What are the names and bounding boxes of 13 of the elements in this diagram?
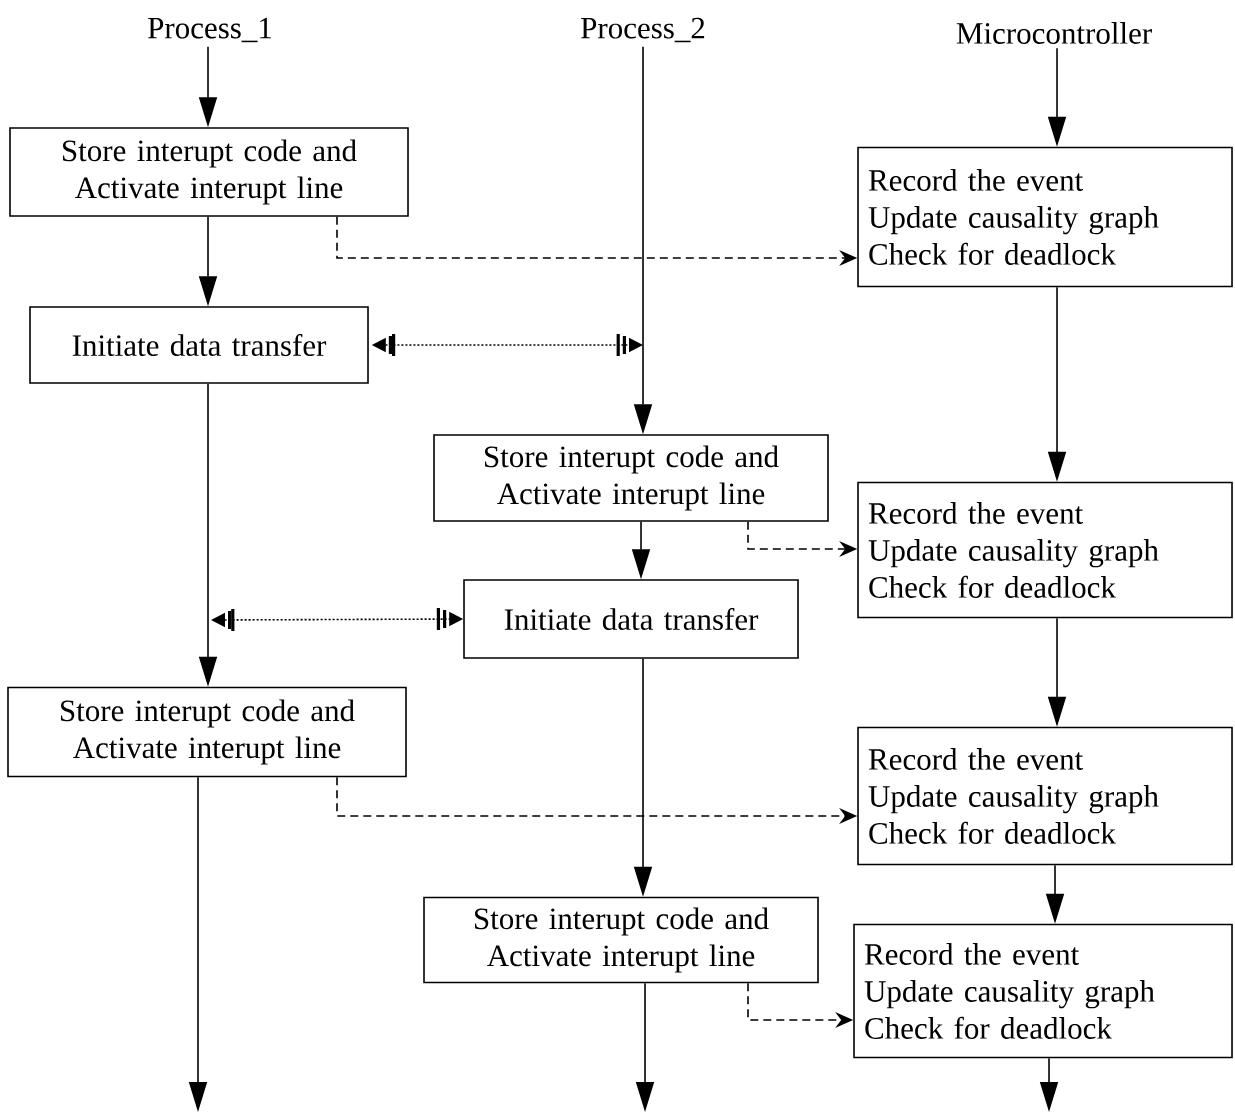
lane-heading: Microcontroller — [956, 22, 1152, 44]
lane-heading: Process_1 — [148, 17, 271, 43]
event-box: Record the event Update causality graph Check for deadlock — [857, 726, 1233, 866]
process-box: Initiate data transfer — [29, 306, 369, 384]
process-box: Store interupt code and Activate interupt line — [433, 434, 829, 522]
event-box: Record the event Update causality graph Check for deadlock — [857, 146, 1233, 288]
process-box: Store interupt code and Activate interupt line — [7, 686, 407, 778]
process-box: Store interupt code and Activate interupt line — [9, 127, 409, 217]
event-box: Record the event Update causality graph Check for deadlock — [857, 481, 1233, 619]
lane-heading: Process_2 — [581, 17, 705, 43]
process-box: Store interupt code and Activate interupt line — [423, 896, 819, 984]
process-box: Initiate data transfer — [463, 579, 799, 659]
event-box: Record the event Update causality graph Check for deadlock — [853, 923, 1233, 1059]
